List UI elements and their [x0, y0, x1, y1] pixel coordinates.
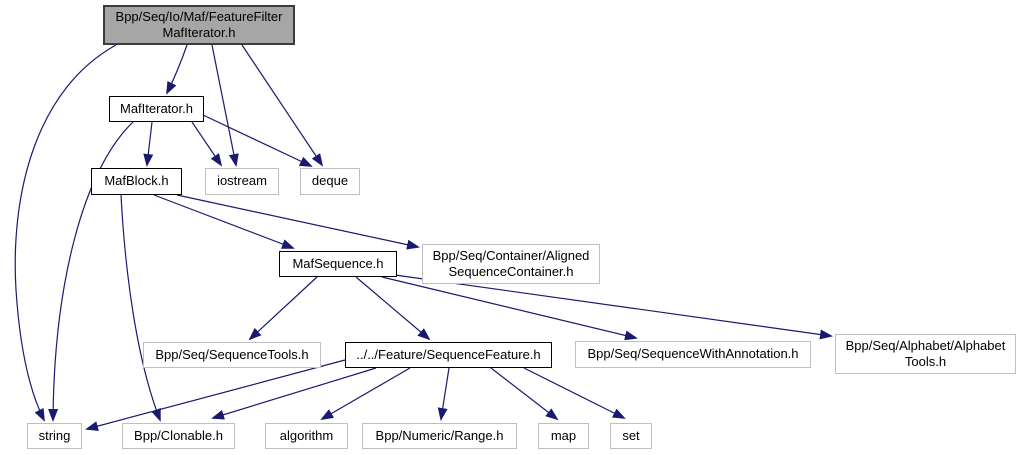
edge-mafiterator-to-deque	[202, 114, 313, 167]
edge-mafsequence-to-sequencefeature	[355, 276, 431, 341]
node-aligned-sequence-container: Bpp/Seq/Container/Aligned SequenceContai…	[422, 244, 600, 284]
edge-mafsequence-to-sequencetools	[248, 276, 318, 341]
edge-mafblock-to-clonable	[120, 194, 161, 422]
node-deque: deque	[300, 168, 360, 195]
edge-mafiterator-to-mafblock	[143, 121, 154, 167]
node-string: string	[27, 423, 82, 449]
edge-featurefilter-to-iostream	[211, 44, 239, 167]
edge-sequencefeature-to-clonable	[211, 367, 377, 420]
edge-featurefilter-to-mafiterator	[166, 44, 188, 95]
edge-featurefilter-to-deque	[241, 44, 324, 167]
edge-mafsequence-to-alphabettools	[394, 274, 833, 340]
node-sequence-tools: Bpp/Seq/SequenceTools.h	[143, 342, 321, 368]
edge-mafblock-to-alignedseqcontainer	[176, 194, 420, 250]
node-iostream: iostream	[205, 168, 279, 195]
node-algorithm: algorithm	[265, 423, 348, 449]
edge-sequencefeature-to-range	[437, 367, 450, 421]
edge-sequencefeature-to-map	[490, 367, 559, 421]
edge-sequencefeature-to-string	[85, 359, 346, 431]
node-map: map	[538, 423, 589, 449]
node-featurefilter-mafiterator: Bpp/Seq/Io/Maf/FeatureFilter MafIterator…	[103, 5, 295, 45]
node-mafsequence[interactable]: MafSequence.h	[279, 251, 397, 277]
edge-sequencefeature-to-algorithm	[320, 367, 411, 421]
edge-mafsequence-to-seqwithannotation	[381, 276, 638, 341]
node-clonable: Bpp/Clonable.h	[122, 423, 235, 449]
node-sequence-feature[interactable]: ../../Feature/SequenceFeature.h	[345, 342, 552, 368]
node-set: set	[610, 423, 652, 449]
edge-mafblock-to-mafsequence	[153, 194, 295, 249]
node-mafiterator[interactable]: MafIterator.h	[109, 96, 204, 122]
node-alphabet-tools: Bpp/Seq/Alphabet/Alphabet Tools.h	[835, 334, 1016, 374]
edge-sequencefeature-to-set	[523, 367, 626, 419]
edge-mafiterator-to-iostream	[191, 121, 223, 167]
node-sequence-with-annotation: Bpp/Seq/SequenceWithAnnotation.h	[575, 341, 811, 368]
node-range: Bpp/Numeric/Range.h	[362, 423, 517, 449]
edge-featurefilter-to-string	[14, 44, 117, 422]
node-mafblock[interactable]: MafBlock.h	[91, 168, 182, 195]
edge-mafiterator-to-string	[48, 121, 134, 422]
